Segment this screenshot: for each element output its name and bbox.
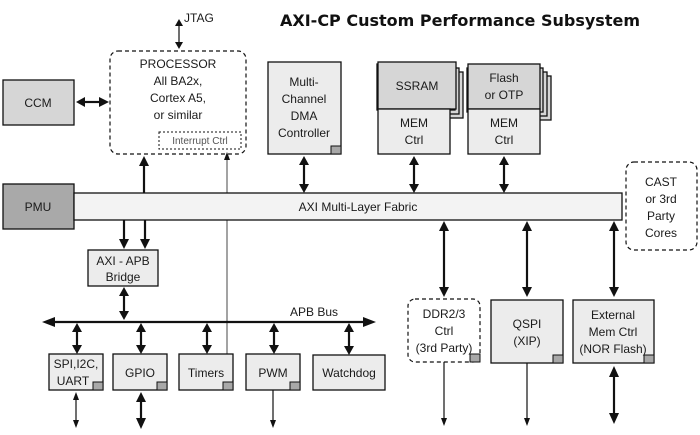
pwm-block: PWM [245,353,301,391]
bridge-apb-arrow [119,287,129,320]
cast-cores-block: CAST or 3rd Party Cores [625,161,698,251]
ssram-ctrl-line-2: Ctrl [405,133,424,147]
ip-corner-marker [92,381,104,391]
processor-line-3: Cortex A5, [150,91,206,105]
flash-line-1: Flash [489,71,518,85]
apb-bus: APB Bus [42,305,376,327]
bridge-line-1: AXI - APB [96,254,149,268]
cast-line-4: Cores [645,226,677,240]
memory-io-arrows [441,362,619,426]
gpio-block: GPIO [112,353,168,391]
ddr-line-3: (3rd Party) [416,341,473,355]
apb-bus-label: APB Bus [290,305,338,319]
dma-line-1: Multi- [289,75,318,89]
gpio-label: GPIO [125,366,155,380]
ip-corner-marker [222,381,234,391]
ssram-ctrl-line-1: MEM [400,116,428,130]
ip-corner-marker [289,381,301,391]
peripheral-io-arrows [73,390,276,429]
watchdog-label: Watchdog [322,366,376,380]
cast-line-1: CAST [645,175,678,189]
processor-line-1: PROCESSOR [140,57,217,71]
pmu-label: PMU [25,200,52,214]
fabric-label: AXI Multi-Layer Fabric [299,200,418,214]
ddr-line-2: Ctrl [435,324,454,338]
fabric-bridge-arrows [119,220,150,249]
ddr-line-1: DDR2/3 [423,307,466,321]
flash-block: Flash or OTP MEM Ctrl [466,63,552,155]
ip-corner-marker [643,354,655,364]
spi-line-2: UART [57,374,90,388]
processor-fabric-arrow [139,156,149,193]
dma-controller-block: Multi- Channel DMA Controller [267,61,342,155]
ccm-block: CCM [2,79,75,126]
ccm-label: CCM [24,96,51,110]
dma-line-3: DMA [291,109,318,123]
watchdog-block: Watchdog [312,354,386,391]
bridge-line-2: Bridge [106,270,141,284]
jtag-label: JTAG [184,11,214,25]
ip-corner-marker [469,353,481,363]
interrupt-line [224,152,230,355]
cast-line-2: or 3rd [645,192,676,206]
flash-line-2: or OTP [485,88,524,102]
qspi-block: QSPI (XIP) [490,299,564,364]
axi-apb-bridge-block: AXI - APB Bridge [87,249,159,287]
ssram-block: SSRAM MEM Ctrl [376,61,464,155]
flash-ctrl-line-1: MEM [490,116,518,130]
diagram-title: AXI-CP Custom Performance Subsystem [280,11,640,30]
ip-corner-marker [330,145,342,155]
qspi-line-1: QSPI [513,317,542,331]
dma-line-4: Controller [278,126,330,140]
qspi-line-2: (XIP) [513,334,540,348]
interrupt-ctrl-block: Interrupt Ctrl [158,131,242,150]
ip-corner-marker [552,354,564,364]
axi-fabric: AXI Multi-Layer Fabric [73,192,623,221]
processor-line-2: All BA2x, [154,74,203,88]
timers-block: Timers [178,353,234,391]
spi-i2c-uart-block: SPI,I2C, UART [48,353,104,391]
extmem-line-1: External [591,308,635,322]
dma-line-2: Channel [282,92,327,106]
extmem-line-2: Mem Ctrl [589,325,638,339]
processor-block: PROCESSOR All BA2x, Cortex A5, or simila… [109,50,247,155]
ssram-label: SSRAM [396,79,439,93]
flash-ctrl-line-2: Ctrl [495,133,514,147]
processor-line-4: or similar [154,108,203,122]
interrupt-ctrl-label: Interrupt Ctrl [172,136,228,147]
timers-label: Timers [188,366,224,380]
extmem-line-3: (NOR Flash) [579,342,646,356]
ip-corner-marker [156,381,168,391]
ssram-fabric-arrow [409,156,419,193]
ddr-ctrl-block: DDR2/3 Ctrl (3rd Party) [407,298,481,363]
pmu-block: PMU [2,183,75,230]
flash-fabric-arrow [499,156,509,193]
external-mem-ctrl-block: External Mem Ctrl (NOR Flash) [572,299,655,364]
ccm-processor-arrow [76,97,109,107]
spi-line-1: SPI,I2C, [54,357,99,371]
jtag-connector: JTAG [175,11,214,49]
dma-fabric-arrow [299,156,309,193]
cast-line-3: Party [647,209,675,223]
pwm-label: PWM [258,366,287,380]
fabric-lower-arrows [439,221,619,297]
apb-peripheral-arrows [72,323,354,355]
